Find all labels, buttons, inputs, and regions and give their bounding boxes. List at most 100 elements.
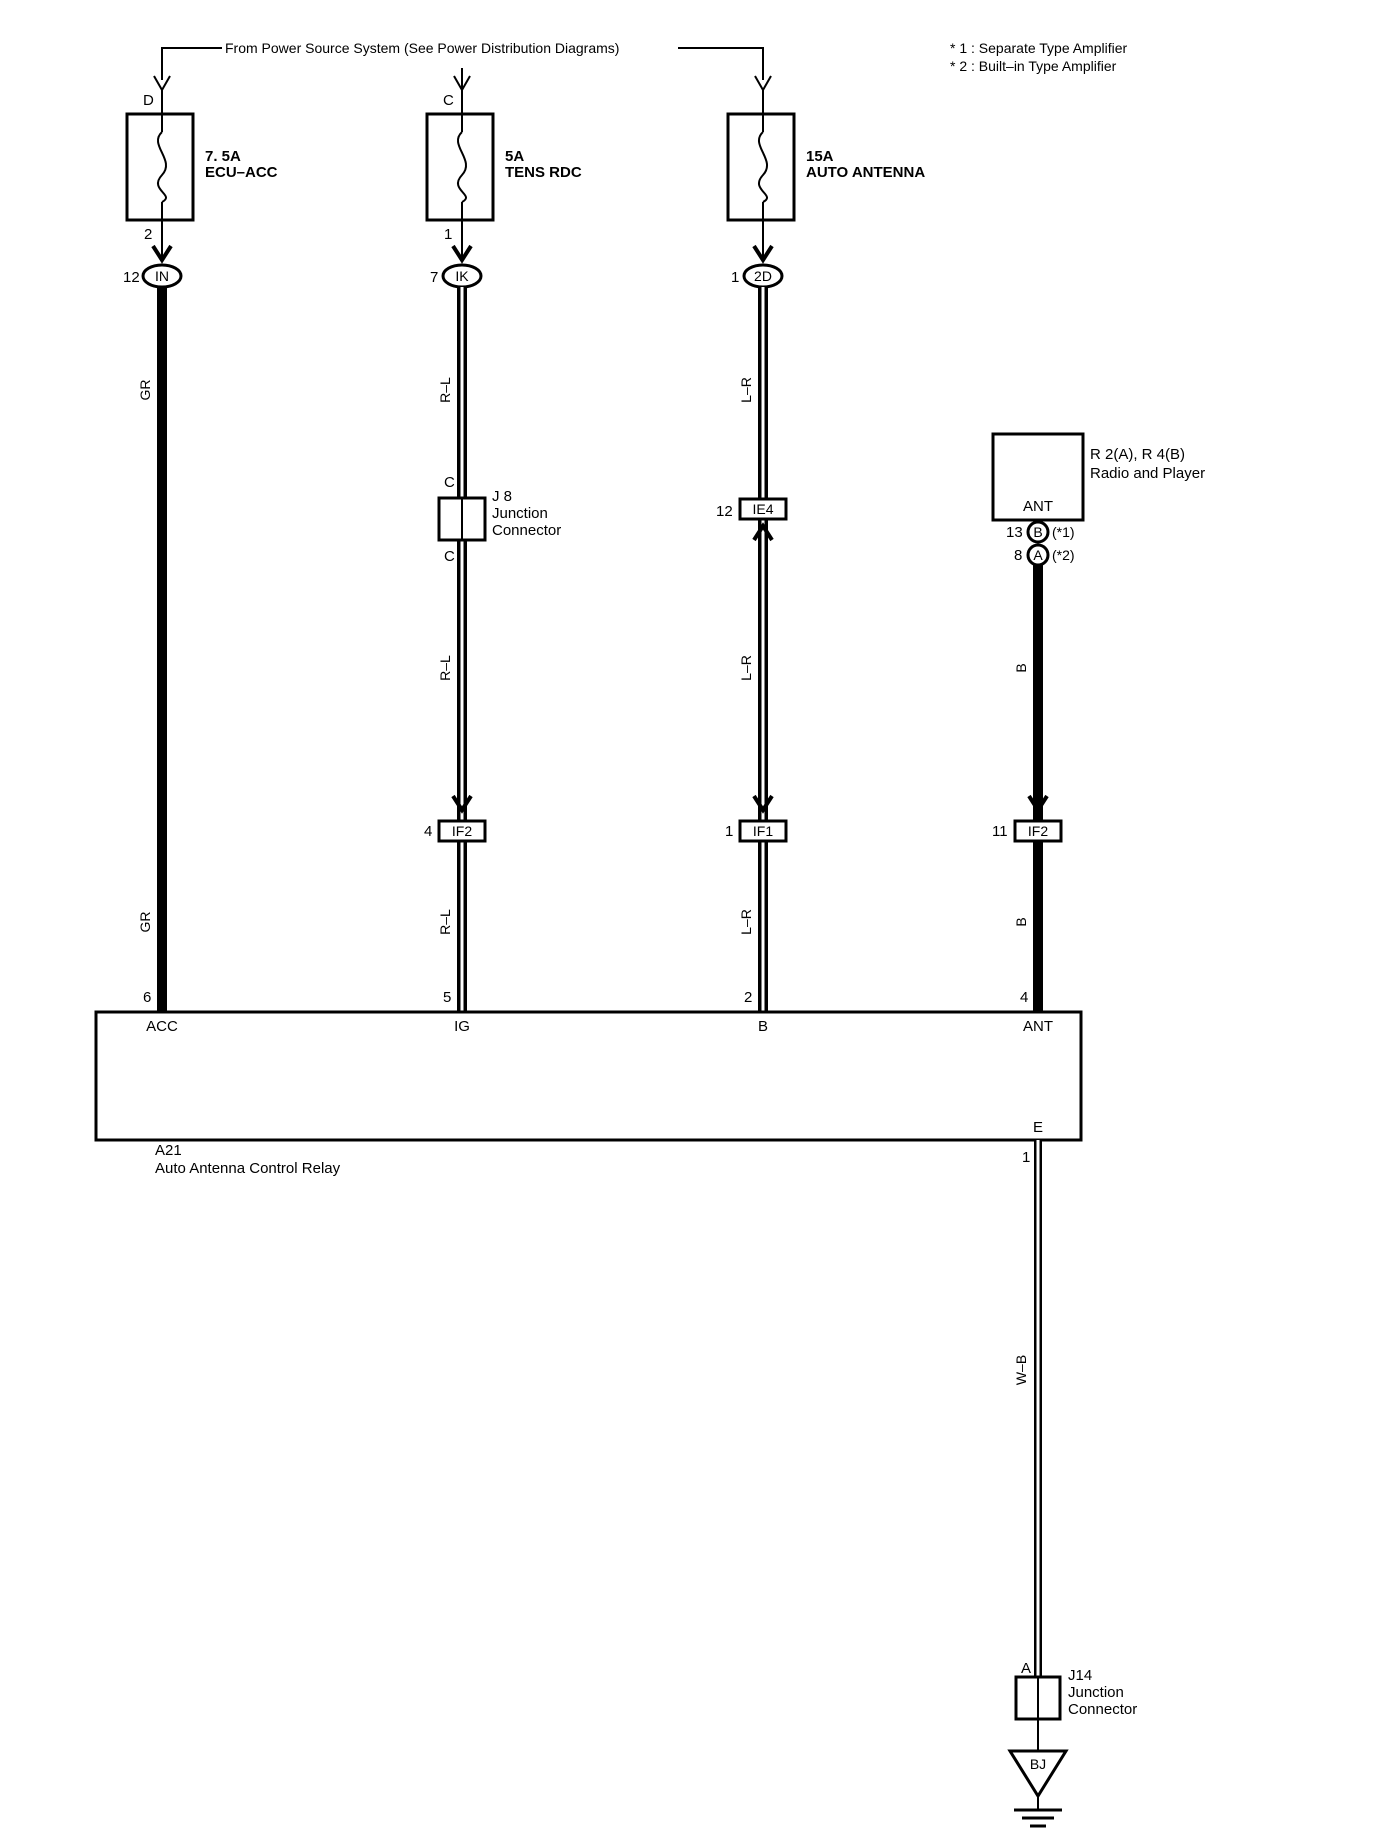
connector-code: IE4 — [752, 501, 773, 517]
fuse-rating: 5A — [505, 148, 524, 165]
ground-triangle-icon — [1007, 1749, 1069, 1799]
wire-color-label: B — [1013, 917, 1029, 926]
connector-arrow-icon — [151, 244, 173, 264]
relay-terminal-acc: ACC — [146, 1018, 178, 1035]
relay-terminal-ig: IG — [454, 1018, 470, 1035]
relay-ground-terminal: E — [1033, 1119, 1043, 1136]
connector-arrow-icon — [451, 244, 473, 264]
connector-pin: 11 — [992, 823, 1008, 840]
connector-code: 2D — [754, 268, 772, 284]
connector-arrow-up-icon — [752, 522, 774, 542]
wire-ant: B B — [1013, 565, 1043, 1012]
ground-point-bj: BJ — [1007, 1749, 1069, 1828]
fuse-auto-antenna: 15A AUTO ANTENNA — [726, 90, 925, 258]
fuse-terminal-out: 2 — [144, 226, 152, 243]
radio-and-player: ANT R 2(A), R 4(B) Radio and Player 13 B… — [991, 432, 1205, 567]
radio-terminal: ANT — [1023, 498, 1053, 515]
note-builtin-amplifier: * 2 : Built–in Type Amplifier — [950, 58, 1117, 74]
j14-name-line2: Connector — [1068, 1701, 1137, 1718]
relay-terminal-b: B — [758, 1018, 768, 1035]
relay-pin-b: 2 — [744, 989, 752, 1006]
connector-pin: 1 — [725, 823, 733, 840]
wire-ig: R–L R–L R–L — [437, 287, 467, 1012]
junction-connector-j8: C C J 8 Junction Connector — [437, 474, 561, 565]
j8-code: J 8 — [492, 488, 512, 505]
radio-name: Radio and Player — [1090, 465, 1205, 482]
connector-2d: 1 2D — [731, 244, 784, 289]
fuse-terminal-in: D — [143, 92, 154, 109]
j14-name-line1: Junction — [1068, 1684, 1124, 1701]
connector-if1-b: 1 IF1 — [725, 794, 788, 843]
fuse-rating: 15A — [806, 148, 834, 165]
note-separate-amplifier: * 1 : Separate Type Amplifier — [950, 40, 1128, 56]
connector-if2-ig: 4 IF2 — [424, 794, 487, 843]
wire-ground: W–B — [1013, 1140, 1042, 1677]
radio-conn2: A — [1033, 547, 1043, 563]
radio-pin2: 8 — [1014, 547, 1022, 564]
relay-pin-ig: 5 — [443, 989, 451, 1006]
ground-code: BJ — [1030, 1756, 1046, 1772]
junction-connector-j14: A J14 Junction Connector — [1014, 1660, 1137, 1751]
connector-arrow-icon — [1027, 794, 1049, 814]
connector-code: IF2 — [1028, 823, 1048, 839]
connector-pin: 7 — [430, 269, 438, 286]
wire-color-label: GR — [137, 912, 153, 933]
j8-pin-bottom: C — [444, 548, 455, 565]
connector-if2-ant: 11 IF2 — [992, 794, 1063, 843]
fuse-rating: 7. 5A — [205, 148, 241, 165]
connector-arrow-icon — [752, 244, 774, 264]
connector-pin: 12 — [123, 269, 140, 286]
connector-pin: 1 — [731, 269, 739, 286]
wire-color-label: R–L — [437, 377, 453, 403]
connector-arrow-icon — [451, 794, 473, 814]
relay-pin-acc: 6 — [143, 989, 151, 1006]
relay-ground-pin: 1 — [1022, 1149, 1030, 1166]
fuse-symbol-icon — [757, 131, 769, 203]
wire-color-label: GR — [137, 380, 153, 401]
j8-name-line1: Junction — [492, 505, 548, 522]
radio-note1: (*1) — [1052, 524, 1075, 540]
auto-antenna-control-relay: 6 ACC 5 IG 2 B 4 ANT E 1 A21 Auto Antenn… — [94, 989, 1083, 1177]
radio-pin1: 13 — [1006, 524, 1023, 541]
connector-code: IF2 — [452, 823, 472, 839]
wire-color-label: L–R — [738, 655, 754, 681]
fuse-terminal-in: C — [443, 92, 454, 109]
j8-name-line2: Connector — [492, 522, 561, 539]
radio-code: R 2(A), R 4(B) — [1090, 446, 1185, 463]
connector-code: IF1 — [753, 823, 773, 839]
fuse-symbol-icon — [156, 131, 168, 203]
relay-name: Auto Antenna Control Relay — [155, 1160, 341, 1177]
fuse-symbol-icon — [456, 131, 468, 203]
wire-color-label: L–R — [738, 909, 754, 935]
fuse-name: TENS RDC — [505, 164, 582, 181]
fuse-ecu-acc: D 7. 5A ECU–ACC 2 — [125, 90, 278, 258]
connector-arrow-icon — [752, 794, 774, 814]
relay-pin-ant: 4 — [1020, 989, 1028, 1006]
connector-code: IK — [455, 268, 469, 284]
wire-color-label: W–B — [1013, 1355, 1029, 1385]
fuse-terminal-out: 1 — [444, 226, 452, 243]
relay-code: A21 — [155, 1142, 182, 1159]
j8-pin-top: C — [444, 474, 455, 491]
connector-pin: 12 — [716, 503, 733, 520]
fuse-name: ECU–ACC — [205, 164, 278, 181]
wire-b: L–R L–R L–R — [738, 287, 768, 1012]
wire-color-label: R–L — [437, 655, 453, 681]
connector-ie4: 12 IE4 — [716, 497, 788, 542]
radio-note2: (*2) — [1052, 547, 1075, 563]
wire-color-label: B — [1013, 663, 1029, 672]
j14-code: J14 — [1068, 1667, 1092, 1684]
j14-pin: A — [1021, 1660, 1031, 1677]
connector-in: 12 IN — [123, 244, 183, 289]
radio-conn1: B — [1033, 524, 1042, 540]
connector-code: IN — [155, 268, 169, 284]
power-source-label: From Power Source System (See Power Dist… — [225, 40, 619, 56]
relay-terminal-ant: ANT — [1023, 1018, 1053, 1035]
fuse-name: AUTO ANTENNA — [806, 164, 925, 181]
wire-acc: GR GR — [137, 287, 167, 1012]
power-source-bus: From Power Source System (See Power Dist… — [153, 40, 772, 93]
connector-pin: 4 — [424, 823, 432, 840]
fuse-tens-rdc: C 5A TENS RDC 1 — [425, 90, 582, 258]
wire-color-label: L–R — [738, 377, 754, 403]
